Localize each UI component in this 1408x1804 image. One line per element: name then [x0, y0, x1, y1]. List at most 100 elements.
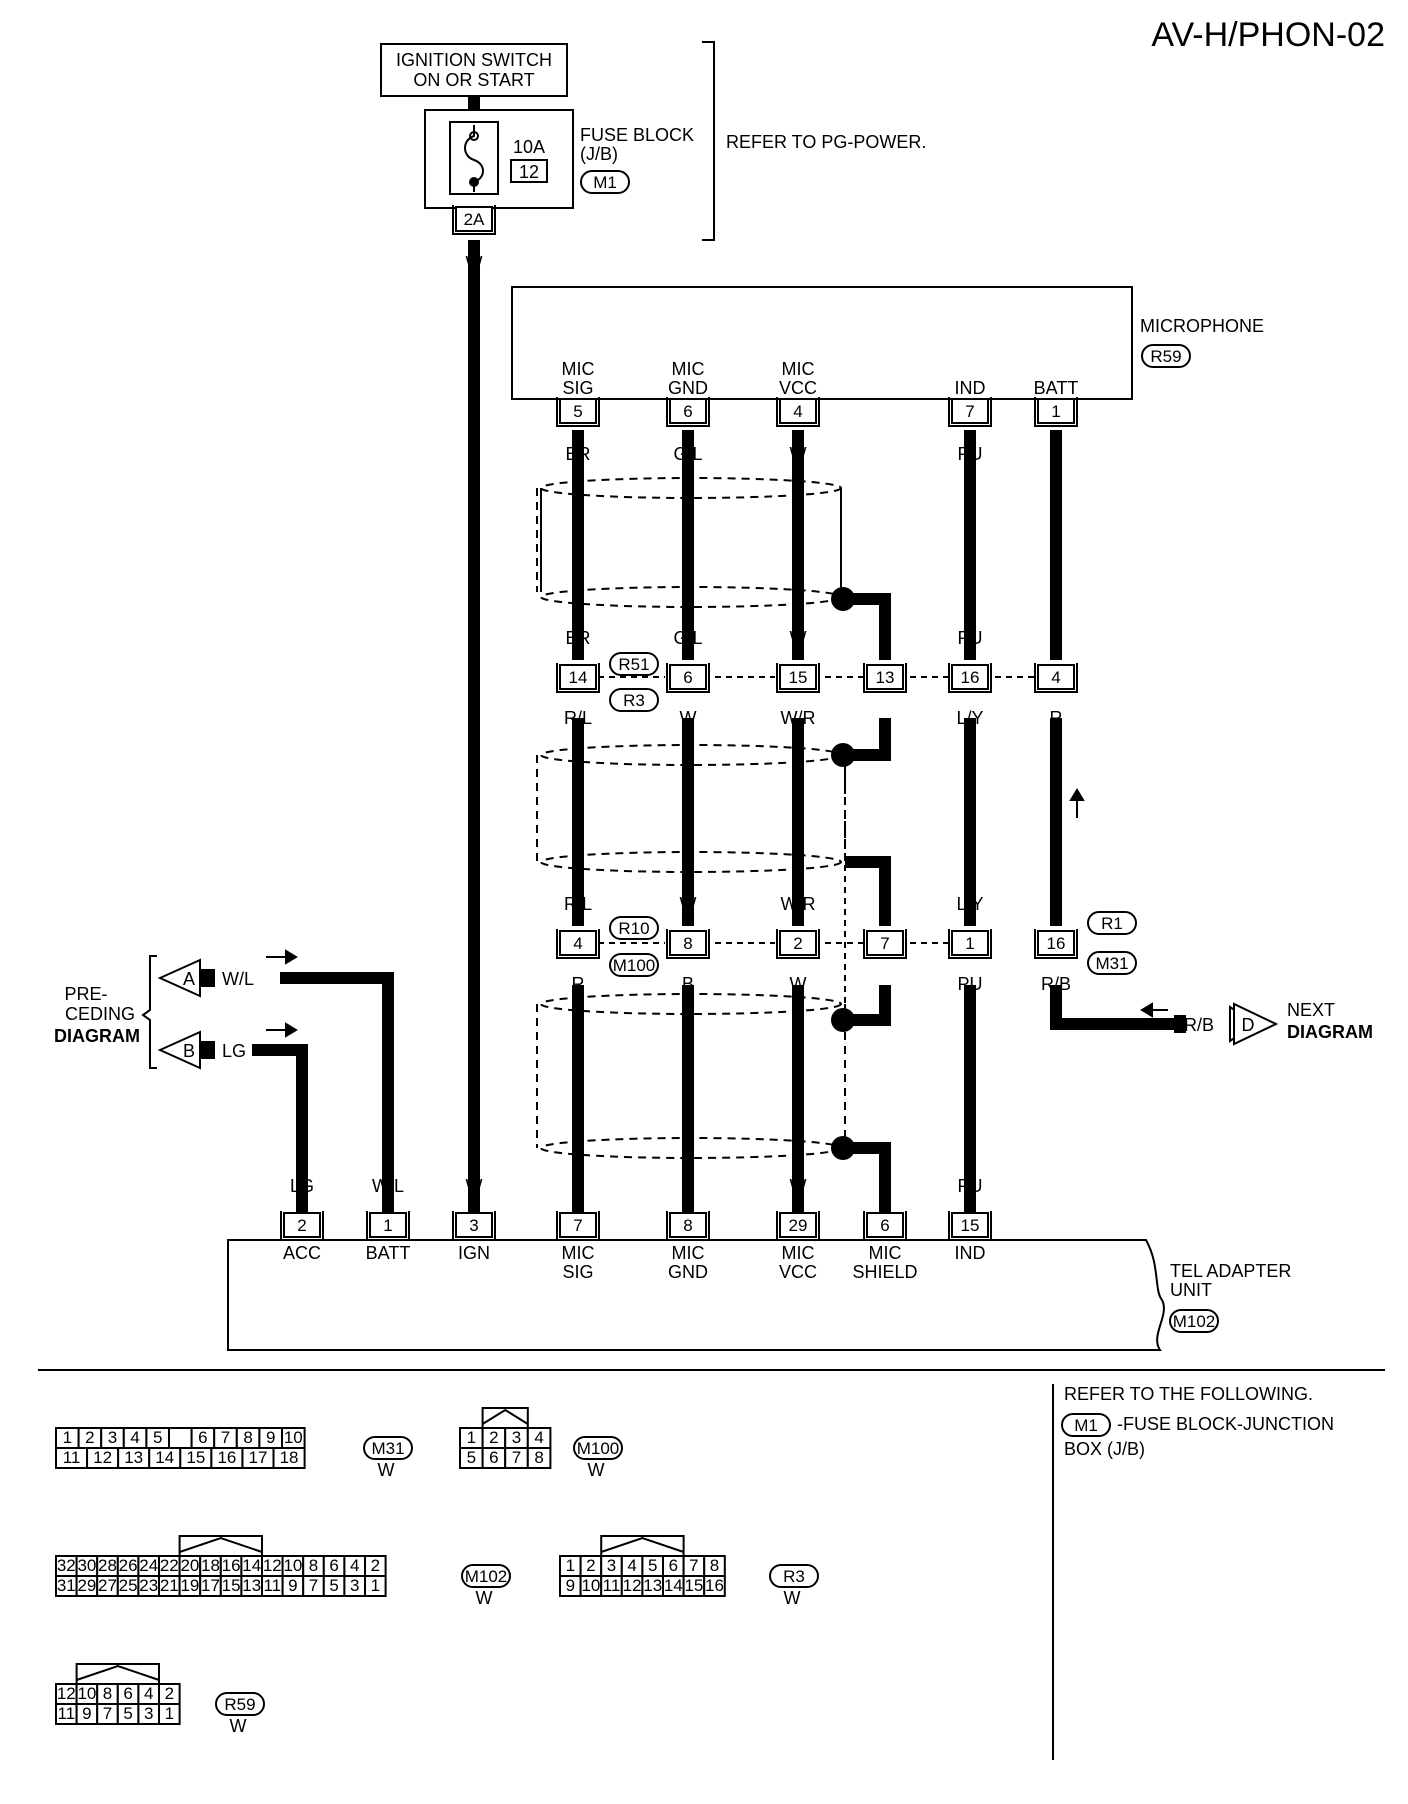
tel-pin-2-number: 3: [469, 1216, 478, 1235]
connector-r59-color: W: [230, 1716, 247, 1736]
connector-m100-id-badge: [573, 1436, 623, 1460]
refer-following-line2: -FUSE BLOCK-JUNCTION: [1117, 1414, 1334, 1434]
connector-r3-id-label: R3: [783, 1567, 805, 1586]
joint2-wire-top-4: R: [1050, 894, 1063, 914]
fuse-terminal-box: [455, 206, 493, 232]
joint2-conn-c-label: R1: [1101, 914, 1123, 933]
mic-pin-3-box: [951, 398, 989, 424]
connector-r3-pin-bottom-1: 10: [581, 1576, 600, 1595]
tel-wire-5: W: [790, 1176, 807, 1196]
connector-r3-pin-top-6: 7: [689, 1556, 698, 1575]
refer-following-line3: BOX (J/B): [1064, 1439, 1145, 1459]
connector-m100-pin-top-2: 3: [512, 1428, 521, 1447]
joint2-pin-1-box: [669, 930, 707, 956]
joint2-conn-d-label: M31: [1095, 954, 1128, 973]
joint2-pin-3-box: [866, 930, 904, 956]
connector-r59-pin-top-5: 2: [165, 1684, 174, 1703]
ignition-line1: IGNITION SWITCH: [396, 50, 552, 70]
connector-m102-pin-bottom-8: 15: [222, 1576, 241, 1595]
joint2-pin-1-clip: [666, 929, 710, 959]
connector-m31-pin-bottom-2: 13: [124, 1448, 143, 1467]
mic-pin-2-number: 4: [793, 402, 802, 421]
connector-m31-pin-bottom-4: 15: [186, 1448, 205, 1467]
connector-m102-pin-top-12: 8: [309, 1556, 318, 1575]
mic-wire-1: G/L: [673, 444, 702, 464]
fuse-terminal-number: 2A: [464, 210, 485, 229]
connector-r3-pin-top-0: 1: [566, 1556, 575, 1575]
connector-m102-cell-bottom-15: [364, 1575, 387, 1597]
tel-pin-2-clip: [452, 1211, 496, 1241]
tel-pin-6-box: [866, 1212, 904, 1238]
tel-pin-4-number: 8: [683, 1216, 692, 1235]
joint2-pin-3-number: 7: [880, 934, 889, 953]
connector-r59-pin-bottom-5: 1: [165, 1704, 174, 1723]
joint2-pin-3-clip: [863, 929, 907, 959]
tel-wire-3: R: [572, 1176, 585, 1196]
tel-pin-name1-3: MIC: [562, 1243, 595, 1263]
preceding-b-letter: B: [183, 1041, 195, 1061]
connector-m100-cell-bottom-3: [526, 1447, 552, 1469]
connector-m102-pin-bottom-5: 21: [160, 1576, 179, 1595]
preceding-a-letter: A: [183, 969, 195, 989]
connector-m31-pin-top-0: 1: [63, 1428, 72, 1447]
joint1-pin-3-number: 13: [876, 668, 895, 687]
joint2-wire-bottom-1: B: [682, 974, 694, 994]
joint1-pin-4-clip: [948, 663, 992, 693]
tel-pin-1-number: 1: [383, 1216, 392, 1235]
connector-m31-pin-top-2: 3: [108, 1428, 117, 1447]
joint1-wire-bottom-4: R: [1050, 708, 1063, 728]
mic-pin-4-box: [1037, 398, 1075, 424]
mic-pin-0-box: [559, 398, 597, 424]
connector-m102-id-label: M102: [465, 1567, 508, 1586]
connector-r3-pin-bottom-5: 14: [664, 1576, 683, 1595]
next-letter: D: [1242, 1015, 1255, 1035]
mic-wire-0: BR: [565, 444, 590, 464]
joint2-pin-1-number: 8: [683, 934, 692, 953]
connector-m31-id-badge: [363, 1436, 413, 1460]
refer-power: REFER TO PG-POWER.: [726, 132, 926, 152]
joint1-wire-bottom-3: L/Y: [956, 708, 983, 728]
joint2-pin-0-number: 4: [573, 934, 582, 953]
connector-r59-pin-top-3: 6: [123, 1684, 132, 1703]
joint1-pin-0-box: [559, 664, 597, 690]
tel-pin-name1-4: MIC: [672, 1243, 705, 1263]
tel-pin-5-number: 29: [789, 1216, 808, 1235]
connector-m102-pin-bottom-4: 23: [139, 1576, 158, 1595]
mic-pin-name2-0: SIG: [562, 378, 593, 398]
fuse-block-line1: FUSE BLOCK: [580, 125, 694, 145]
connector-m31-pin-top-7: 7: [221, 1428, 230, 1447]
next-line2: DIAGRAM: [1287, 1022, 1373, 1042]
joint2-pin-2-box: [779, 930, 817, 956]
joint2-wire-top-0: R/L: [564, 894, 592, 914]
connector-r3-pin-bottom-2: 11: [603, 1576, 621, 1595]
connector-m100-pin-top-1: 2: [489, 1428, 498, 1447]
connector-m100-pin-top-0: 1: [467, 1428, 476, 1447]
joint2-wire-bottom-3: PU: [957, 974, 982, 994]
connector-m102-pin-top-9: 14: [242, 1556, 261, 1575]
connector-m31-color: W: [378, 1460, 395, 1480]
tel-pin-name1-6: MIC: [869, 1243, 902, 1263]
tel-pin-3-box: [559, 1212, 597, 1238]
connector-r3-pin-top-5: 6: [669, 1556, 678, 1575]
tel-pin-5-clip: [776, 1211, 820, 1241]
joint2-conn-c-badge: [1087, 911, 1137, 935]
connector-r59-pin-bottom-4: 3: [144, 1704, 153, 1723]
connector-m102-pin-bottom-13: 5: [329, 1576, 338, 1595]
joint1-pin-1-clip: [666, 663, 710, 693]
joint2-wire-bottom-4: R/B: [1041, 974, 1071, 994]
fuse-terminal-clip: [452, 205, 496, 235]
connector-m100-id-label: M100: [577, 1439, 620, 1458]
connector-r59-cell-bottom-5: [158, 1703, 181, 1725]
connector-m31-pin-top-10: 10: [284, 1428, 303, 1447]
connector-r3-cell-bottom-7: [703, 1575, 726, 1597]
connector-m102-pin-top-7: 18: [201, 1556, 220, 1575]
tel-pin-2-box: [455, 1212, 493, 1238]
connector-r3-pin-top-2: 3: [607, 1556, 616, 1575]
connector-m102-pin-bottom-9: 13: [242, 1576, 261, 1595]
joint2-wire-top-3: L/Y: [956, 894, 983, 914]
tel-wire-7: PU: [957, 1176, 982, 1196]
joint1-wire-top-2: W: [790, 628, 807, 648]
connector-r59-latch: [75, 1663, 160, 1684]
refer-following-conn-badge: [1061, 1413, 1111, 1437]
mic-pin-4-number: 1: [1051, 402, 1060, 421]
